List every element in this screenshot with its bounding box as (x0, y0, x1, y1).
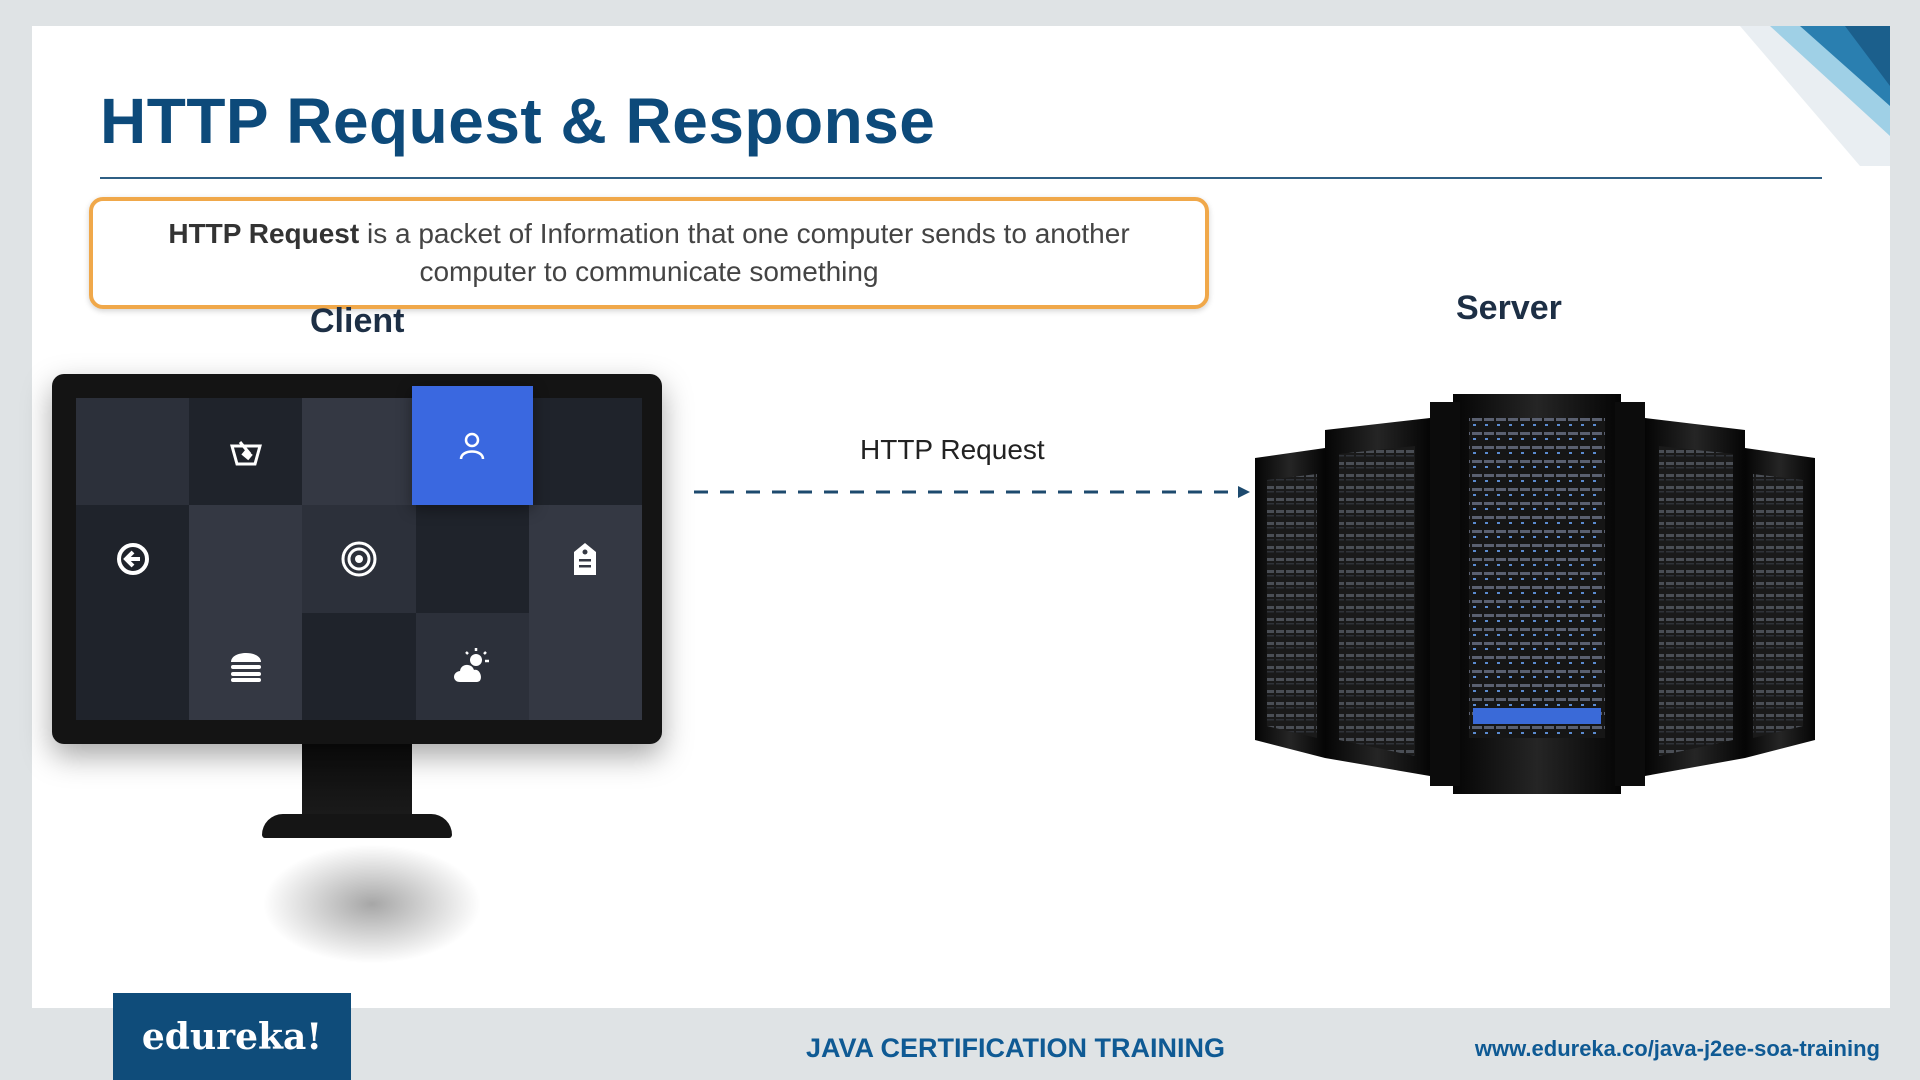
arrow-label: HTTP Request (860, 434, 1045, 465)
monitor-screen (76, 386, 642, 720)
tile-target (302, 505, 416, 613)
corner-decoration (1740, 26, 1890, 166)
server-unit-left (1325, 418, 1430, 776)
server-unit-center (1430, 394, 1645, 794)
tile-empty (76, 398, 190, 506)
tile-tag (528, 505, 642, 613)
course-url[interactable]: www.edureka.co/java-j2ee-soa-training (1474, 1036, 1880, 1061)
basket-icon (226, 432, 266, 472)
weather-icon (450, 646, 494, 686)
server-unit-right (1645, 418, 1745, 776)
burger-icon (226, 648, 266, 684)
tile-empty (528, 398, 642, 506)
server-unit-far-left (1255, 448, 1325, 758)
tile-empty (415, 505, 529, 613)
definition-box: HTTP Request is a packet of Information … (89, 197, 1209, 309)
tile-weather (415, 612, 529, 720)
tile-refresh (76, 505, 190, 613)
monitor-stand-base (262, 814, 452, 838)
tile-empty (189, 505, 303, 613)
target-icon (338, 538, 380, 580)
tile-basket (189, 398, 303, 506)
definition-text: HTTP Request is a packet of Information … (143, 215, 1155, 291)
tile-empty (528, 612, 642, 720)
tile-burger (189, 612, 303, 720)
client-label: Client (310, 302, 405, 340)
monitor-shadow (262, 844, 482, 964)
title-rule (100, 177, 1822, 179)
tile-empty (302, 398, 416, 506)
server-unit-far-right (1745, 448, 1815, 758)
definition-body: is a packet of Information that one comp… (359, 218, 1130, 287)
tile-user (411, 386, 533, 506)
server-label: Server (1456, 289, 1562, 327)
tile-empty (302, 612, 416, 720)
definition-term: HTTP Request (168, 218, 360, 249)
tile-empty (76, 612, 190, 720)
request-arrow (694, 486, 1250, 498)
slide-title: HTTP Request & Response (100, 85, 936, 157)
course-title: JAVA CERTIFICATION TRAINING (806, 1033, 1225, 1063)
monitor-bezel (52, 374, 662, 744)
refresh-icon (113, 539, 153, 579)
client-monitor (52, 374, 692, 974)
monitor-stand-neck (302, 744, 412, 824)
server-rack-icon (1255, 394, 1815, 794)
edureka-logo: edureka! (113, 993, 351, 1080)
tag-icon (570, 540, 600, 578)
user-icon (455, 429, 489, 463)
